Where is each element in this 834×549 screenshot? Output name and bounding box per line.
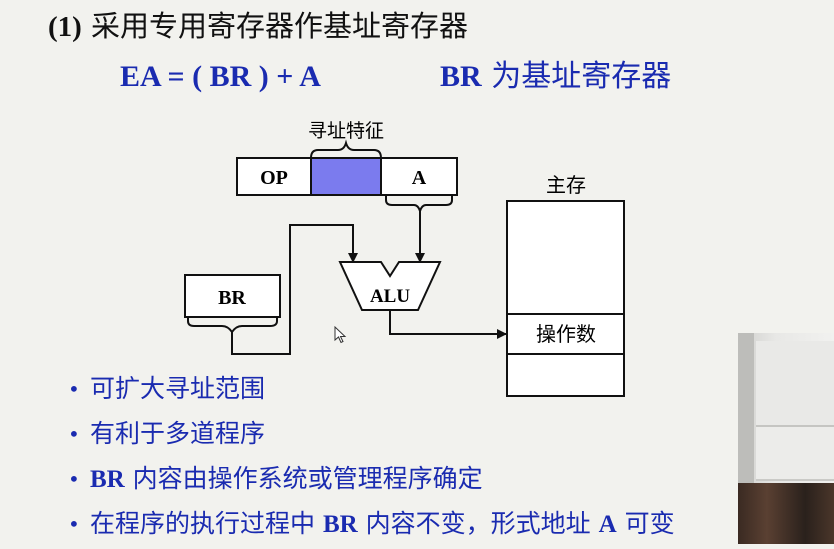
bullet-4-mid: 内容不变，形式地址 — [358, 509, 599, 538]
bullet-list: 可扩大寻址范围 有利于多道程序 BR 内容由操作系统或管理程序确定 在程序的执行… — [68, 369, 675, 549]
mouse-cursor-icon — [334, 326, 348, 344]
bullet-4-bold: BR — [323, 511, 358, 538]
bullet-3-bold: BR — [90, 466, 125, 493]
bullet-3: BR 内容由操作系统或管理程序确定 — [68, 459, 675, 504]
webcam-panel-upper — [756, 341, 834, 427]
alu-label: ALU — [370, 286, 410, 307]
webcam-panel-lower — [756, 427, 834, 481]
alu-to-memory-arrow — [390, 310, 506, 334]
bullet-4-pre: 在程序的执行过程中 — [90, 509, 323, 538]
memory-label: 主存 — [546, 173, 586, 197]
webcam-edge — [738, 333, 754, 483]
addr-feature-label: 寻址特征 — [308, 120, 384, 142]
br-brace — [188, 317, 277, 332]
bullet-2: 有利于多道程序 — [68, 414, 675, 459]
addr-feature-field — [311, 158, 381, 195]
bullet-3-text: 内容由操作系统或管理程序确定 — [125, 464, 483, 493]
webcam-overlay — [738, 333, 834, 544]
bullet-4-bold2: A — [599, 511, 617, 538]
op-field-label: OP — [260, 167, 288, 189]
br-register-label: BR — [218, 287, 246, 309]
bullet-4: 在程序的执行过程中 BR 内容不变，形式地址 A 可变 — [68, 504, 675, 549]
bullet-2-text: 有利于多道程序 — [90, 419, 265, 448]
a-field-label: A — [412, 167, 427, 189]
a-field-brace — [386, 195, 452, 211]
bullet-1: 可扩大寻址范围 — [68, 369, 675, 414]
bullet-1-text: 可扩大寻址范围 — [90, 374, 265, 403]
webcam-dark-area — [738, 483, 834, 544]
addr-feature-brace — [311, 143, 381, 158]
main-memory — [507, 201, 624, 396]
bullet-4-post: 可变 — [617, 509, 675, 538]
operand-label: 操作数 — [536, 322, 596, 346]
